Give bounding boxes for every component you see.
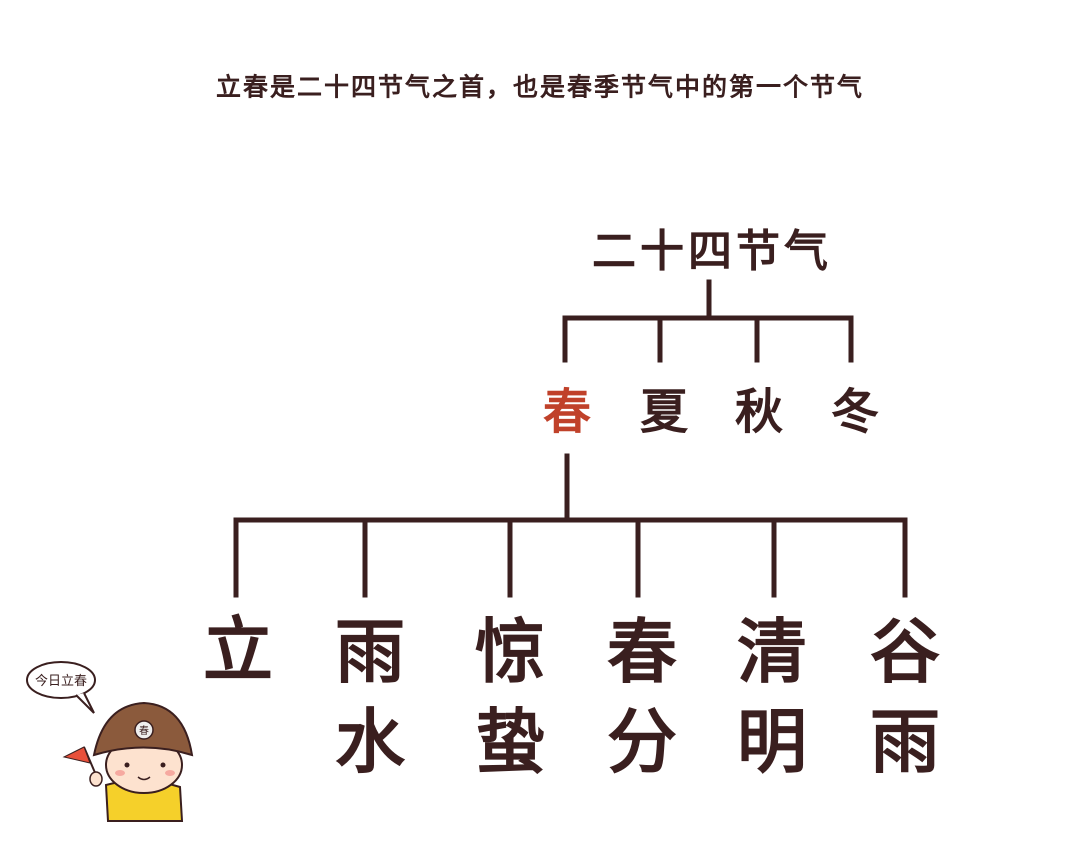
term-chunfen-2: 分 bbox=[607, 701, 677, 783]
season-autumn: 秋 bbox=[734, 384, 784, 440]
term-guyu-2: 雨 bbox=[870, 701, 940, 783]
term-jingzhe-2: 蛰 bbox=[475, 701, 545, 783]
root-node: 二十四节气 bbox=[592, 226, 832, 277]
hat-badge: 春 bbox=[139, 725, 149, 737]
term-qingming-1: 清 bbox=[737, 611, 807, 693]
term-lichun: 立 bbox=[203, 609, 273, 691]
season-winter: 冬 bbox=[830, 384, 880, 440]
term-qingming-2: 明 bbox=[737, 701, 807, 783]
mascot-illustration: 今日立春 春 bbox=[26, 661, 194, 822]
term-guyu-1: 谷 bbox=[870, 611, 940, 693]
season-summer: 夏 bbox=[639, 384, 689, 440]
speech-text: 今日立春 bbox=[35, 673, 87, 689]
speech-bubble bbox=[26, 661, 96, 699]
term-chunfen-1: 春 bbox=[607, 611, 677, 693]
term-jingzhe-1: 惊 bbox=[475, 611, 545, 693]
caption-title: 立春是二十四节气之首，也是春季节气中的第一个节气 bbox=[215, 72, 865, 102]
season-spring: 春 bbox=[542, 384, 592, 440]
term-yushui-1: 雨 bbox=[335, 611, 405, 693]
term-yushui-2: 水 bbox=[335, 701, 405, 783]
flag bbox=[62, 746, 91, 764]
